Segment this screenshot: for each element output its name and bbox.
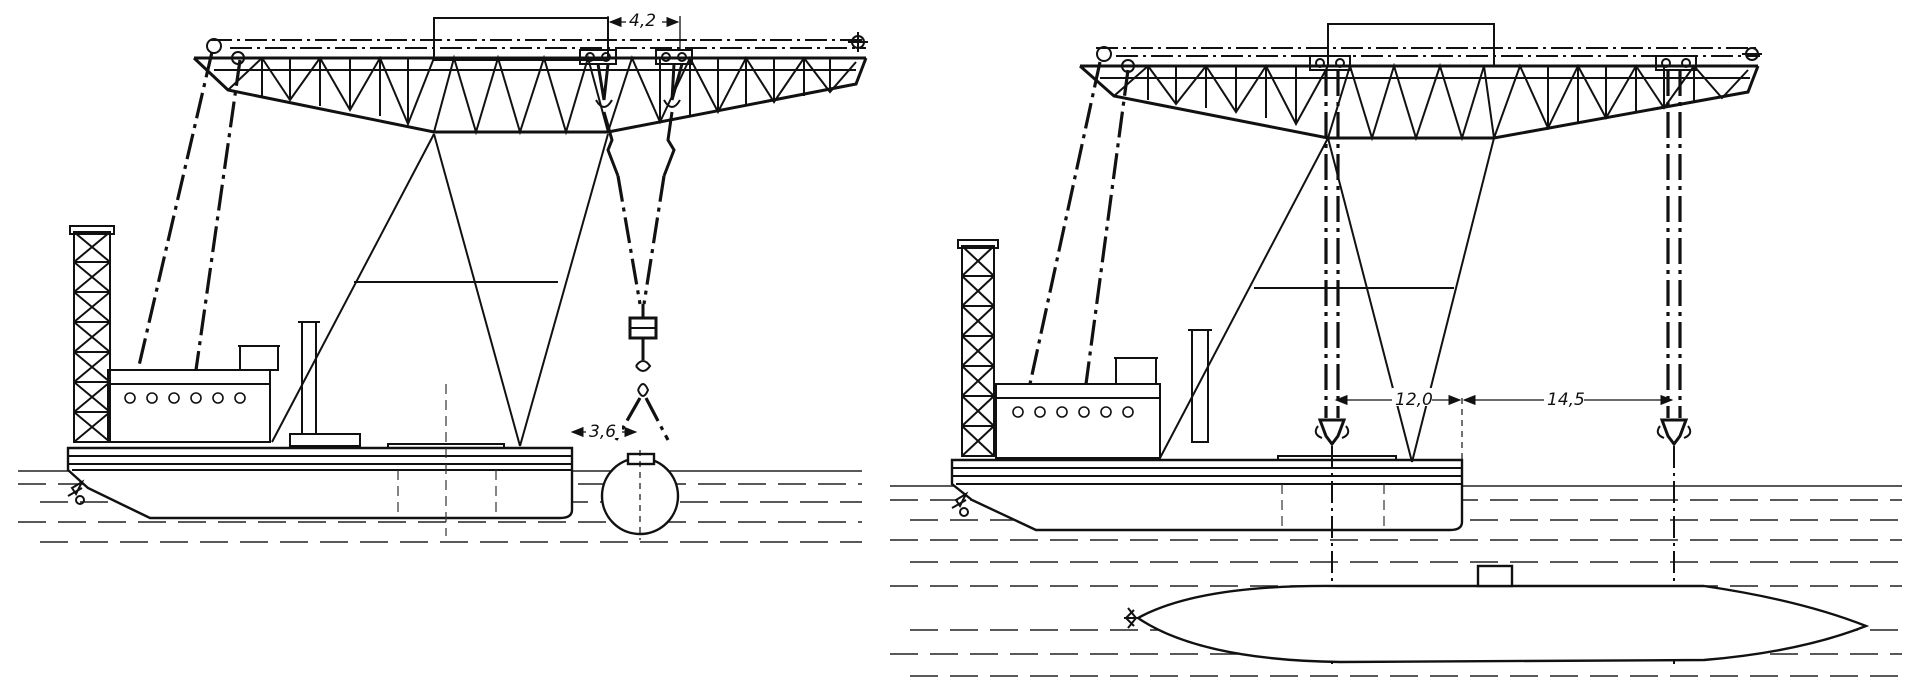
left-stays — [136, 51, 242, 371]
left-a-frame — [271, 133, 609, 447]
right-dims: 12,0 14,5 — [1334, 388, 1674, 410]
left-hull — [66, 384, 574, 536]
load-offset-dimension: 3,6 — [589, 422, 616, 442]
left-load — [600, 450, 680, 540]
left-lattice-tower — [69, 225, 115, 443]
right-stays — [1028, 61, 1130, 385]
right-funnel — [1188, 329, 1397, 463]
hook-spacing-dimension: 4,2 — [629, 11, 656, 31]
right-deckhouse — [995, 357, 1161, 459]
left-view: 4,2 3,6 — [18, 10, 868, 543]
left-dim-hook-spacing: 4,2 — [607, 10, 681, 50]
right-a-frame — [1159, 137, 1495, 463]
right-hull — [950, 458, 1464, 532]
right-truss — [1079, 23, 1762, 142]
span-dimension-1: 12,0 — [1395, 390, 1433, 410]
right-submarine — [1124, 564, 1870, 664]
left-dim-load-offset: 3,6 — [570, 420, 638, 442]
left-deckhouse — [107, 345, 280, 443]
right-view: 12,0 14,5 — [890, 23, 1902, 677]
span-dimension-2: 14,5 — [1547, 390, 1585, 410]
left-funnel — [289, 321, 505, 451]
left-truss — [192, 17, 868, 136]
left-hoist — [579, 49, 693, 441]
right-lattice-tower — [957, 239, 999, 457]
